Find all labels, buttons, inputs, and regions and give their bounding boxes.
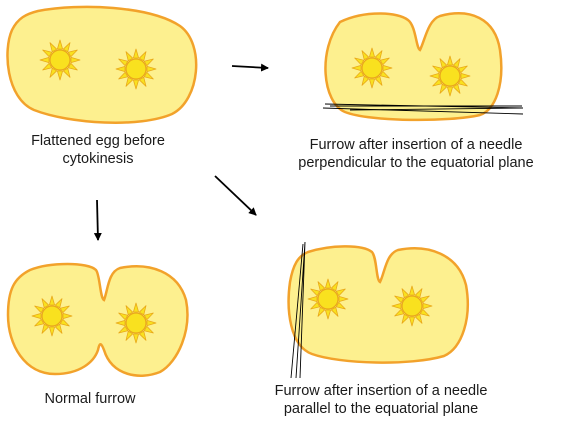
arrow (93, 199, 102, 241)
caption-normal-furrow: Normal furrow (44, 391, 136, 407)
parallel-needle-panel (287, 241, 469, 379)
flattened-egg-panel (6, 5, 198, 124)
furrowed-cell-with-needle (287, 245, 469, 364)
furrowed-cell (324, 12, 503, 122)
perpendicular-needle-panel (322, 12, 524, 122)
caption-flattened-egg: Flattened egg before cytokinesis (31, 133, 165, 167)
egg-cell (6, 5, 198, 124)
caption-perpendicular-needle: Furrow after insertion of a needle perpe… (298, 137, 534, 171)
arrow (231, 63, 269, 72)
arrow (214, 175, 257, 216)
needle (322, 103, 524, 115)
needle (290, 241, 306, 379)
caption-parallel-needle: Furrow after insertion of a needle paral… (274, 383, 488, 417)
normal-furrow-panel (6, 262, 189, 377)
dividing-cell (6, 262, 189, 377)
